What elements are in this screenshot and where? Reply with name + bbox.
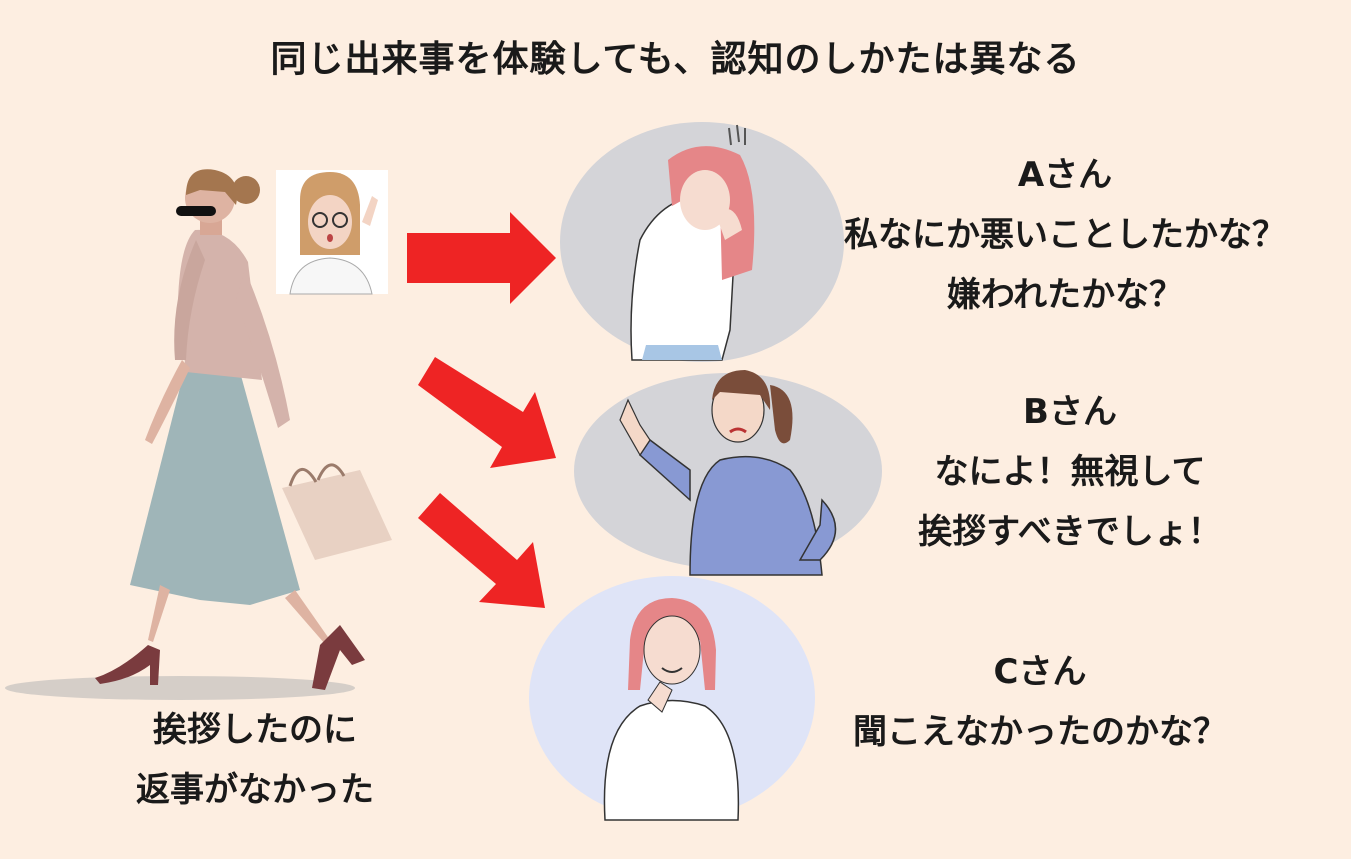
- person-b-thought-1: なによ！無視して: [934, 452, 1206, 492]
- bubble-b: [574, 370, 882, 576]
- surprised-woman-illustration: [276, 170, 388, 295]
- bubble-c: [529, 576, 815, 821]
- arrow-to-c: [418, 493, 545, 608]
- person-a-label: Aさん 私なにか悪いことしたかな？ 嫌われたかな？: [770, 145, 1351, 325]
- event-label: 挨拶したのに 返事がなかった: [90, 700, 420, 820]
- arrow-to-b: [418, 357, 556, 468]
- person-a-thought-1: 私なにか悪いことしたかな？: [844, 215, 1286, 255]
- page-title: 同じ出来事を体験しても、認知のしかたは異なる: [270, 39, 1081, 80]
- person-c-thought-1: 聞こえなかったのかな？: [853, 712, 1227, 752]
- person-a-name: Aさん: [1017, 155, 1113, 195]
- person-b-name: Bさん: [1023, 392, 1117, 432]
- person-b-label: Bさん なによ！無視して 挨拶すべきでしょ！: [850, 382, 1290, 562]
- walking-woman-illustration: [5, 169, 392, 700]
- arrow-to-a: [407, 212, 556, 304]
- event-line-1: 挨拶したのに: [153, 710, 357, 750]
- person-a-thought-2: 嫌われたかな？: [946, 275, 1184, 315]
- person-c-label: Cさん 聞こえなかったのかな？: [790, 642, 1290, 762]
- person-b-thought-2: 挨拶すべきでしょ！: [918, 512, 1222, 552]
- bubble-a: [560, 122, 844, 362]
- event-line-2: 返事がなかった: [136, 770, 374, 810]
- person-c-name: Cさん: [993, 652, 1087, 692]
